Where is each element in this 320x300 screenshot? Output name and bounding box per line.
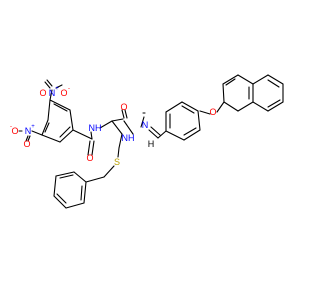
- nitro-group-top: [44, 79, 63, 101]
- naphthalene-rings: [222, 74, 284, 112]
- hydrazone-linkage: [140, 112, 167, 139]
- nitro-top-plus-charge: +: [55, 86, 59, 92]
- nitro-top-minus-charge: -: [68, 86, 70, 92]
- nitro-left-plus-charge: +: [31, 124, 35, 130]
- phenylene-ring: [165, 101, 201, 141]
- structure-svg: N + O O - O - N + O NH O O NH N H S O: [10, 74, 284, 209]
- nitro-top-nitrogen: N: [49, 88, 56, 98]
- naphthylmethoxy: [199, 101, 239, 115]
- amide-oxygen: O: [86, 153, 93, 163]
- benzamide-linkage: [72, 120, 113, 156]
- nitro-group-left: [18, 130, 43, 142]
- nitro-top-oxygen: O: [39, 88, 46, 98]
- ether-oxygen: O: [209, 107, 216, 117]
- amide-nitrogen: NH: [89, 123, 102, 133]
- dinitrophenyl-ring: [41, 99, 74, 143]
- thioether-sulfur: S: [114, 157, 120, 167]
- nitro-left-nitrogen: N: [25, 126, 32, 136]
- nitro-left-oxide: O: [11, 126, 18, 136]
- hydrazide-nitrogen: NH: [122, 133, 135, 143]
- nitro-left-oxygen: O: [23, 139, 30, 149]
- nitro-left-minus-charge: -: [10, 124, 12, 130]
- benzyl-thioether: [53, 165, 115, 209]
- backbone: [111, 109, 134, 158]
- hydrazide-oxygen: O: [120, 102, 127, 112]
- molecule-diagram: N + O O - O - N + O NH O O NH N H S O: [10, 74, 284, 209]
- hydrazone-nitrogen: N: [142, 120, 149, 130]
- nitro-top-oxide: O: [60, 88, 67, 98]
- imine-hydrogen: H: [148, 139, 155, 149]
